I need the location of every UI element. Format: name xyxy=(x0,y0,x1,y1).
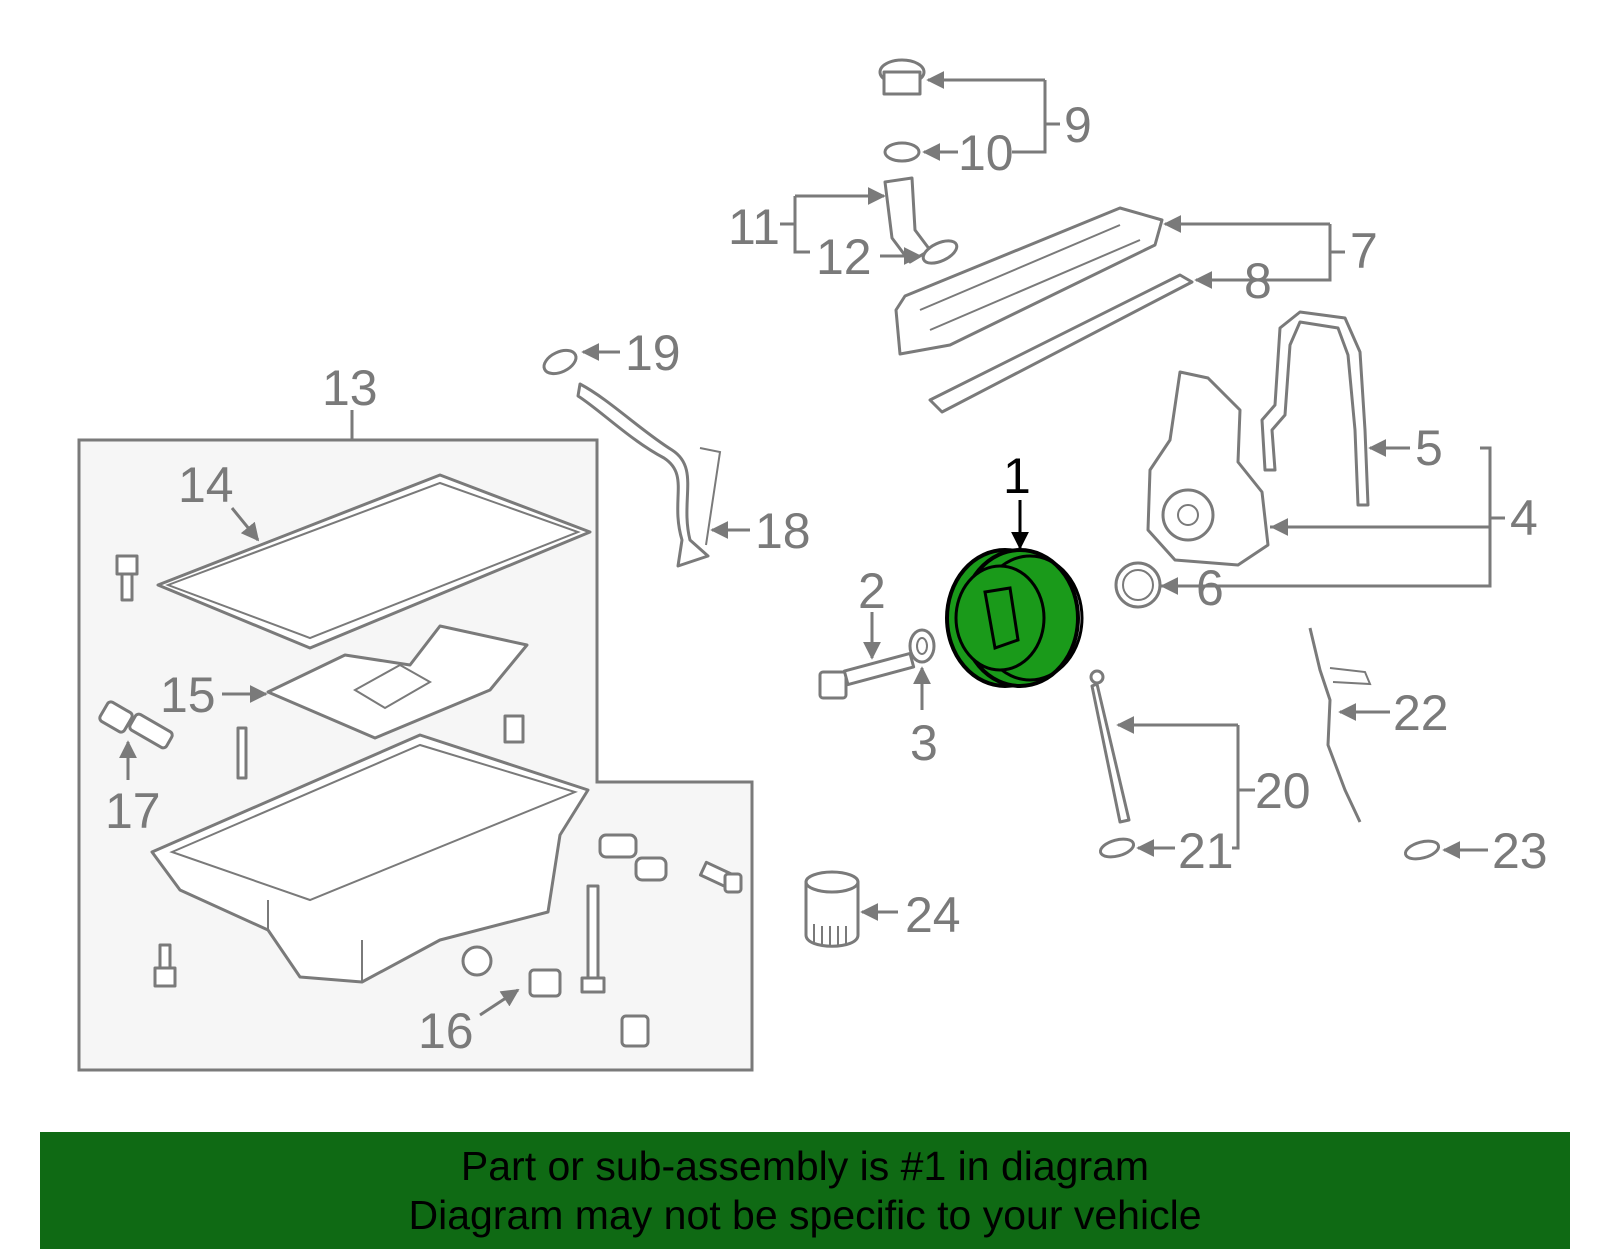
front-crank-seal xyxy=(1114,561,1162,609)
banner-line-2: Diagram may not be specific to your vehi… xyxy=(408,1192,1202,1238)
front-cover xyxy=(1146,370,1270,567)
callout-22: 22 xyxy=(1393,685,1449,741)
callout-20: 20 xyxy=(1255,763,1311,819)
harmonic-balancer xyxy=(945,548,1084,688)
balancer-washer xyxy=(908,628,936,664)
callout-9: 9 xyxy=(1064,97,1092,153)
dipstick-tube-22 xyxy=(1308,627,1362,823)
callout-15: 15 xyxy=(160,667,216,723)
oil-filter xyxy=(804,870,860,948)
callout-11: 11 xyxy=(728,199,780,255)
callout-7: 7 xyxy=(1350,223,1378,279)
oil-fill-tube xyxy=(883,176,932,264)
banner-line-1: Part or sub-assembly is #1 in diagram xyxy=(460,1143,1150,1189)
callout-4: 4 xyxy=(1510,490,1538,546)
callout-24: 24 xyxy=(905,887,961,943)
callout-17: 17 xyxy=(105,783,161,839)
bolt xyxy=(115,554,139,602)
callout-23: 23 xyxy=(1492,823,1548,879)
pan-bolt xyxy=(153,943,177,988)
callout-21: 21 xyxy=(1178,823,1234,879)
drain-plug xyxy=(528,968,562,998)
info-banner: Part or sub-assembly is #1 in diagram Di… xyxy=(40,1132,1570,1249)
callout-19: 19 xyxy=(625,325,681,381)
oil-pan xyxy=(150,733,590,984)
callout-16: 16 xyxy=(418,1003,474,1059)
callout-8: 8 xyxy=(1244,253,1272,309)
callout-10: 10 xyxy=(958,125,1014,181)
callout-6: 6 xyxy=(1196,560,1224,616)
callout-13: 13 xyxy=(322,360,378,416)
fill-tube-seal xyxy=(921,239,959,265)
outside-bolt xyxy=(698,860,743,894)
filter-adapter xyxy=(598,833,668,882)
dipstick-tube xyxy=(576,382,722,568)
o-ring-23 xyxy=(1403,839,1441,861)
oil-pan-baffle xyxy=(266,624,529,740)
callout-14: 14 xyxy=(178,457,234,513)
oil-filler-cap xyxy=(878,58,926,96)
long-bolt xyxy=(580,884,606,994)
valve-cover-gasket xyxy=(928,273,1194,414)
plug xyxy=(503,714,525,744)
oil-dipstick xyxy=(1089,669,1131,824)
oil-pan-gasket xyxy=(156,473,592,650)
callout-5: 5 xyxy=(1415,420,1443,476)
front-cover-gasket xyxy=(1260,310,1370,507)
o-ring-19 xyxy=(542,348,578,376)
callout-1: 1 xyxy=(1003,448,1031,504)
callout-3: 3 xyxy=(910,715,938,771)
dipstick-o-ring xyxy=(1098,837,1136,859)
oil-level-sensor xyxy=(98,700,174,750)
cap-plug xyxy=(620,1014,650,1048)
cap-seal xyxy=(883,141,921,163)
callout-2: 2 xyxy=(858,563,886,619)
callout-18: 18 xyxy=(755,503,811,559)
dowel xyxy=(461,945,493,977)
balancer-bolt xyxy=(818,651,916,700)
valve-cover xyxy=(894,206,1164,356)
callout-12: 12 xyxy=(816,229,872,285)
stud xyxy=(236,726,248,780)
